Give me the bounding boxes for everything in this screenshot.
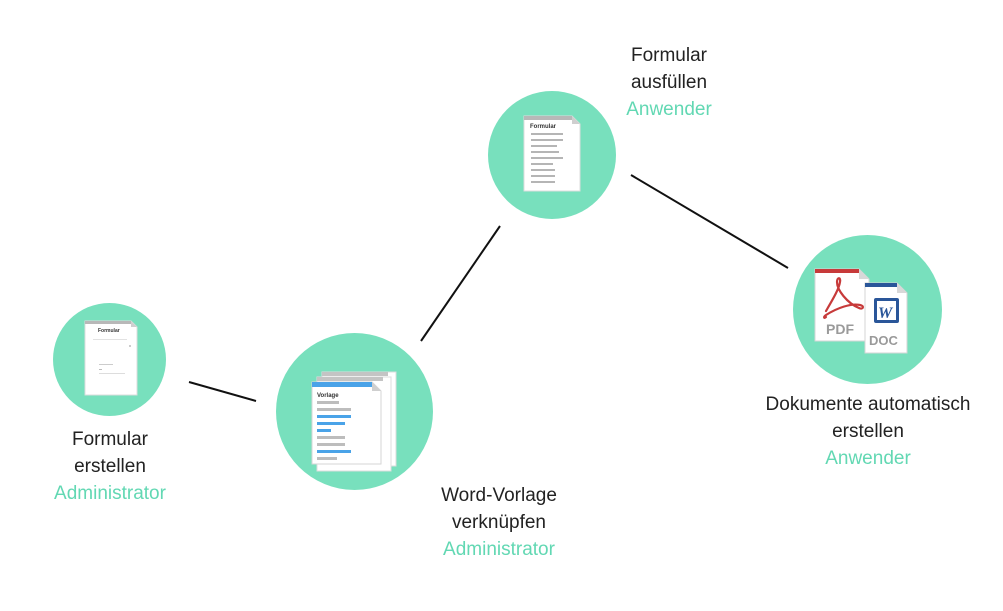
doc-label: DOC bbox=[869, 333, 899, 348]
pdf-label: PDF bbox=[826, 321, 854, 337]
step-role: Anwender bbox=[626, 99, 712, 120]
step-title-line-2: erstellen bbox=[74, 456, 146, 477]
step-label-dokumente-erstellen: Dokumente automatisch erstellen Anwender bbox=[738, 391, 998, 472]
step-title-line-1: Formular bbox=[71, 429, 148, 450]
step-title-line-1: Word-Vorlage bbox=[441, 485, 557, 506]
pdf-file-icon: PDF bbox=[814, 268, 870, 342]
form-blank-icon: Formular bbox=[84, 320, 138, 396]
step-title-line-2: ausfüllen bbox=[630, 72, 708, 93]
step-role: Administrator bbox=[54, 483, 166, 504]
connector-3-4 bbox=[630, 174, 789, 269]
step-role: Anwender bbox=[825, 448, 911, 469]
step-title-line-1: Dokumente automatisch bbox=[765, 394, 971, 415]
step-node-word-vorlage: Vorlage bbox=[276, 333, 433, 490]
step-node-dokumente-erstellen: PDF W DOC bbox=[793, 235, 942, 384]
step-node-formular-erstellen: Formular bbox=[53, 303, 166, 416]
step-label-formular-ausfuellen: Formular ausfüllen Anwender bbox=[589, 42, 749, 123]
step-title-line-2: verknüpfen bbox=[451, 512, 546, 533]
pdf-doc-icon: PDF W DOC bbox=[814, 268, 908, 354]
connector-2-3 bbox=[420, 225, 501, 342]
step-node-formular-ausfuellen: Formular bbox=[488, 91, 616, 219]
step-title-line-2: erstellen bbox=[832, 421, 904, 442]
form-filled-icon: Formular bbox=[523, 115, 581, 192]
word-letter: W bbox=[878, 305, 894, 322]
doc-header-text: Formular bbox=[98, 328, 120, 334]
word-file-icon: W DOC bbox=[864, 282, 908, 354]
step-role: Administrator bbox=[443, 539, 555, 560]
step-title-line-1: Formular bbox=[630, 45, 707, 66]
step-label-formular-erstellen: Formular erstellen Administrator bbox=[20, 426, 200, 507]
connector-1-2 bbox=[188, 381, 257, 402]
word-template-icon: Vorlage bbox=[311, 371, 397, 472]
step-label-word-vorlage: Word-Vorlage verknüpfen Administrator bbox=[404, 482, 594, 563]
doc-header-text: Formular bbox=[530, 124, 557, 130]
doc-header-text: Vorlage bbox=[317, 393, 339, 399]
